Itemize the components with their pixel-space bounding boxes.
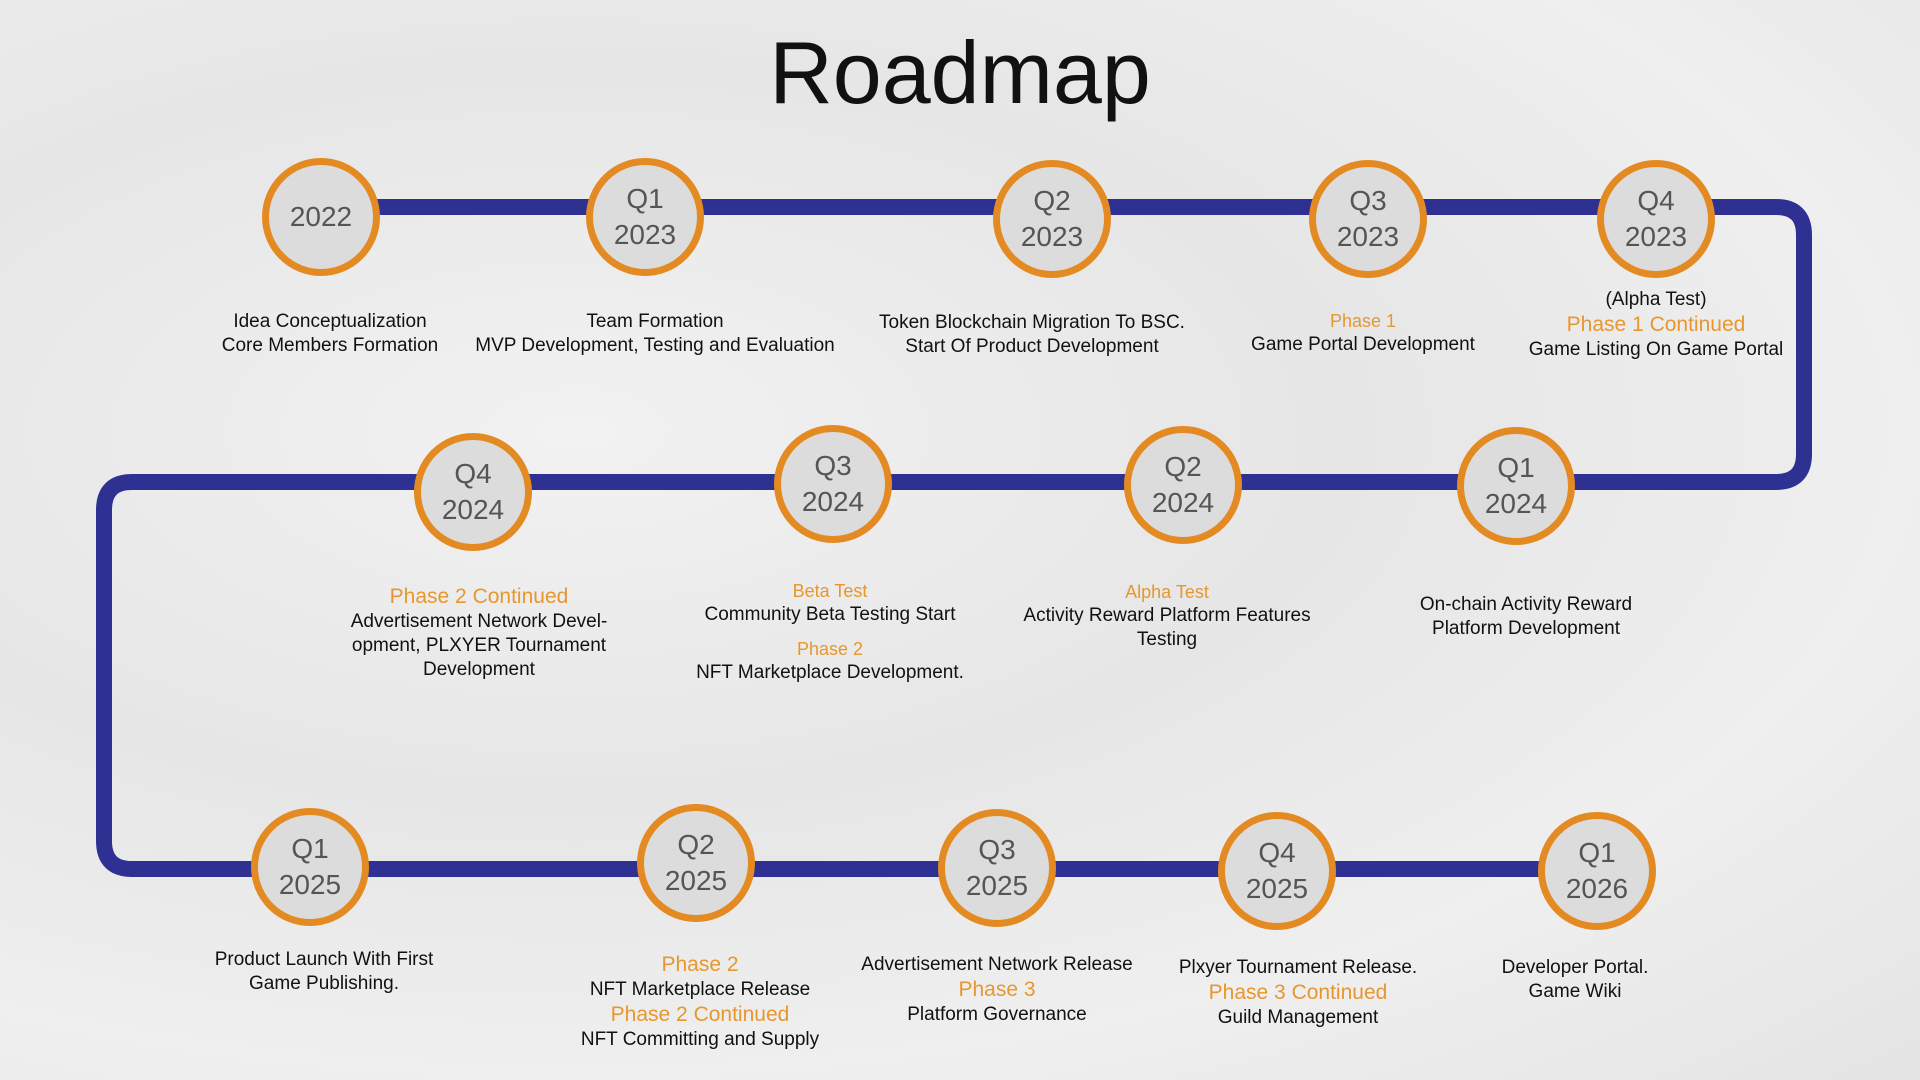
milestone-node: Q3 2023 bbox=[1309, 160, 1427, 278]
phase-label: Beta Test bbox=[792, 581, 868, 601]
milestone-year: 2024 bbox=[1484, 488, 1548, 519]
milestone-quarter: Q1 bbox=[1578, 837, 1616, 868]
description-line: Idea Conceptualization bbox=[233, 311, 427, 332]
milestone-quarter: Q1 bbox=[626, 183, 664, 214]
description-line: (Alpha Test) bbox=[1605, 289, 1707, 310]
phase-label: Phase 2 Continued bbox=[389, 585, 569, 608]
milestone-year: 2025 bbox=[1245, 873, 1309, 904]
description-line: Game Listing On Game Portal bbox=[1528, 339, 1784, 360]
description-line: Guild Management bbox=[1217, 1007, 1379, 1028]
milestone-quarter: Q3 bbox=[1349, 185, 1387, 216]
phase-label: Phase 1 Continued bbox=[1566, 313, 1746, 336]
description-line: opment, PLXYER Tournament bbox=[351, 635, 607, 656]
description-line: Core Members Formation bbox=[221, 335, 439, 356]
description-line: Team Formation bbox=[586, 311, 724, 332]
phase-label: Phase 1 bbox=[1329, 311, 1397, 331]
milestone-quarter: Q2 bbox=[1033, 185, 1071, 216]
milestone-year: 2023 bbox=[613, 219, 677, 250]
milestone-description: Token Blockchain Migration To BSC. Start … bbox=[879, 311, 1185, 359]
milestone-quarter: Q4 bbox=[1637, 185, 1675, 216]
milestone-description: Developer Portal. Game Wiki bbox=[1502, 956, 1649, 1004]
page-title: Roadmap bbox=[769, 23, 1151, 122]
description-line: Testing bbox=[1136, 629, 1198, 650]
milestone-node: Q4 2024 bbox=[414, 433, 532, 551]
description-line: Game Publishing. bbox=[249, 973, 399, 994]
description-line: Advertisement Network Release bbox=[861, 954, 1133, 975]
description-line: Development bbox=[423, 659, 535, 680]
milestone-node: 2022 bbox=[262, 158, 380, 276]
milestone-year: 2023 bbox=[1624, 221, 1688, 252]
milestone-quarter: Q2 bbox=[1164, 451, 1202, 482]
milestone-quarter: Q3 bbox=[978, 834, 1016, 865]
description-line: Token Blockchain Migration To BSC. bbox=[879, 312, 1185, 333]
milestone-year: 2025 bbox=[664, 865, 728, 896]
milestone-node: Q3 2024 bbox=[774, 425, 892, 543]
milestone-year: 2024 bbox=[801, 486, 865, 517]
milestone-node: Q1 2023 bbox=[586, 158, 704, 276]
milestone-year: 2022 bbox=[289, 201, 353, 232]
phase-label: Phase 2 Continued bbox=[610, 1003, 790, 1026]
milestone-quarter: Q4 bbox=[454, 458, 492, 489]
description-line: Product Launch With First bbox=[214, 949, 434, 970]
milestone-quarter: Q3 bbox=[814, 450, 852, 481]
milestone-quarter: Q1 bbox=[1497, 452, 1535, 483]
milestone-node: Q2 2024 bbox=[1124, 426, 1242, 544]
milestone-quarter: Q4 bbox=[1258, 837, 1296, 868]
description-line: NFT Marketplace Development. bbox=[696, 662, 964, 683]
description-line: Platform Development bbox=[1432, 618, 1620, 639]
description-line: Activity Reward Platform Features bbox=[1023, 605, 1311, 626]
milestone-node: Q3 2025 bbox=[938, 809, 1056, 927]
milestone-node: Q1 2024 bbox=[1457, 427, 1575, 545]
description-line: Start Of Product Development bbox=[905, 336, 1159, 357]
description-line: NFT Marketplace Release bbox=[589, 979, 811, 1000]
milestone-quarter: Q1 bbox=[291, 833, 329, 864]
milestone-year: 2023 bbox=[1336, 221, 1400, 252]
milestone-node: Q4 2025 bbox=[1218, 812, 1336, 930]
milestone-quarter: Q2 bbox=[677, 829, 715, 860]
description-line: On-chain Activity Reward bbox=[1419, 594, 1633, 615]
description-line: Advertisement Network Devel- bbox=[350, 611, 608, 632]
milestone-year: 2026 bbox=[1565, 873, 1629, 904]
description-line: Game Wiki bbox=[1528, 981, 1622, 1002]
milestone-node: Q1 2025 bbox=[251, 808, 369, 926]
milestone-year: 2025 bbox=[965, 870, 1029, 901]
phase-label: Alpha Test bbox=[1125, 582, 1209, 602]
milestone-description: Phase 1 Game Portal Development bbox=[1251, 309, 1475, 357]
milestone-year: 2024 bbox=[441, 494, 505, 525]
milestone-node: Q1 2026 bbox=[1538, 812, 1656, 930]
description-line: NFT Committing and Supply bbox=[580, 1029, 820, 1050]
phase-label: Phase 3 bbox=[958, 978, 1036, 1001]
milestone-year: 2024 bbox=[1151, 487, 1215, 518]
description-line: Developer Portal. bbox=[1501, 957, 1649, 978]
milestone-year: 2025 bbox=[278, 869, 342, 900]
description-line: Platform Governance bbox=[907, 1004, 1087, 1025]
phase-label: Phase 2 bbox=[796, 639, 864, 659]
description-line: Plxyer Tournament Release. bbox=[1178, 957, 1418, 978]
milestone-node: Q2 2023 bbox=[993, 160, 1111, 278]
phase-label: Phase 3 Continued bbox=[1208, 981, 1388, 1004]
description-line: Community Beta Testing Start bbox=[704, 604, 956, 625]
description-line: Game Portal Development bbox=[1251, 334, 1475, 355]
milestone-year: 2023 bbox=[1020, 221, 1084, 252]
milestone-node: Q4 2023 bbox=[1597, 160, 1715, 278]
milestone-description: Plxyer Tournament Release. Phase 3 Contin… bbox=[1179, 956, 1417, 1030]
phase-label: Phase 2 bbox=[661, 953, 739, 976]
milestone-node: Q2 2025 bbox=[637, 804, 755, 922]
description-line: MVP Development, Testing and Evaluation bbox=[475, 335, 835, 356]
